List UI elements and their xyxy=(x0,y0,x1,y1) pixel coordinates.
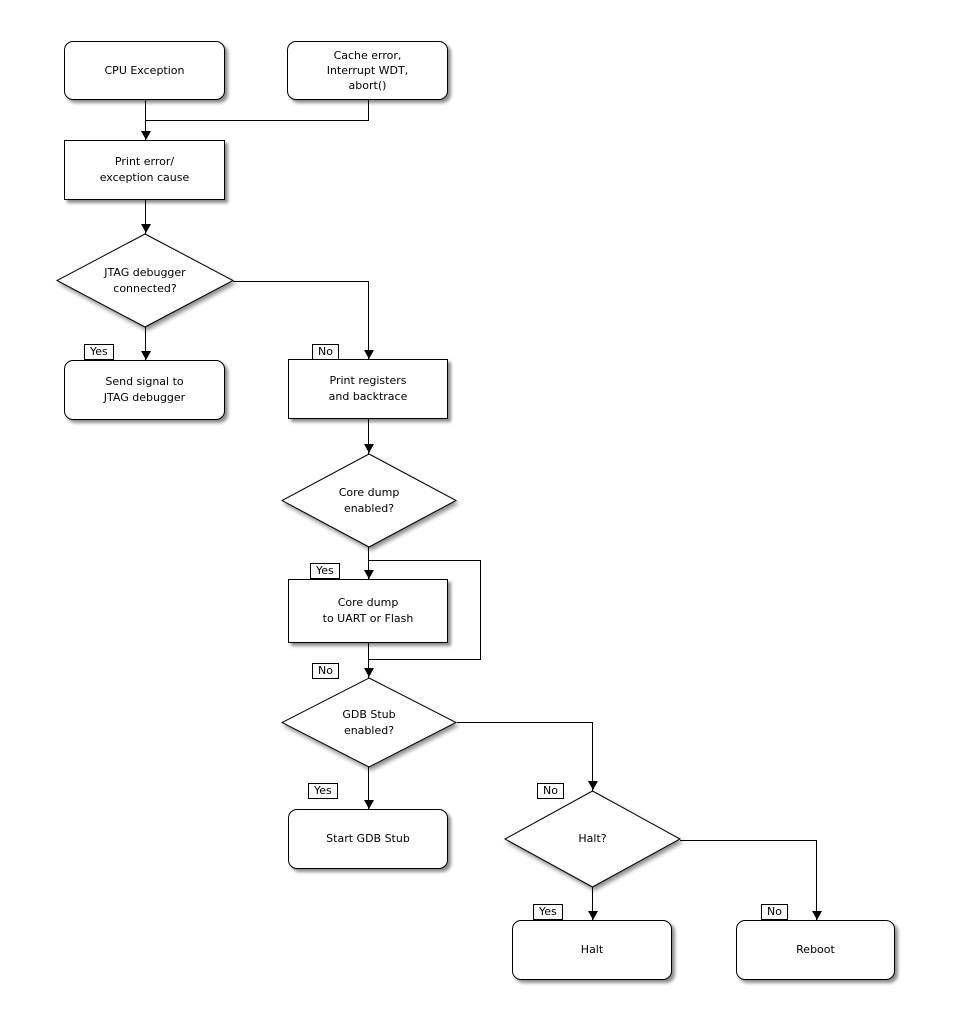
diamond-shape xyxy=(56,233,234,328)
connector-bypass-bottom xyxy=(368,659,481,660)
arrowhead-into-halt-diamond xyxy=(588,781,598,790)
connector-jtag-yes xyxy=(145,327,146,361)
arrowhead-into-halt-box xyxy=(588,911,598,920)
decision-core-dump-enabled-label: Core dump enabled? xyxy=(338,485,400,515)
edge-label-jtag-no: No xyxy=(312,344,339,360)
arrowhead-into-print-registers xyxy=(364,350,374,359)
connector-jtag-right xyxy=(233,281,369,282)
connector-coredumpbox-gdb xyxy=(368,643,369,678)
node-core-dump: Core dump to UART or Flash xyxy=(288,579,448,643)
node-halt-label: Halt xyxy=(580,943,604,956)
node-send-signal-label: Send signal to JTAG debugger xyxy=(103,375,186,404)
edge-label-gdb-yes: Yes xyxy=(308,783,338,799)
arrowhead-into-send-signal xyxy=(141,351,151,360)
node-cache-error: Cache error, Interrupt WDT, abort() xyxy=(287,41,448,100)
decision-core-dump-enabled: Core dump enabled? xyxy=(281,453,457,548)
arrowhead-into-coredump-box xyxy=(364,570,374,579)
node-cache-error-label: Cache error, Interrupt WDT, abort() xyxy=(326,49,409,92)
connector-gdb-yes xyxy=(368,767,369,810)
connector-printerror-jtag xyxy=(145,200,146,234)
node-reboot: Reboot xyxy=(736,920,895,980)
node-print-registers: Print registers and backtrace xyxy=(288,359,448,419)
edge-label-jtag-yes: Yes xyxy=(84,344,114,360)
node-start-gdb-stub-label: Start GDB Stub xyxy=(326,832,410,845)
connector-bypass-top xyxy=(368,560,481,561)
diamond-shape xyxy=(281,677,457,768)
arrowhead-into-jtag-diamond xyxy=(141,224,151,233)
arrowhead-into-gdb-diamond xyxy=(364,668,374,677)
edge-label-reboot-no: No xyxy=(761,904,788,920)
node-cpu-exception-label: CPU Exception xyxy=(104,63,185,77)
node-cpu-exception: CPU Exception xyxy=(64,41,225,100)
connector-halt-right xyxy=(680,840,817,841)
diamond-shape xyxy=(281,453,457,548)
node-start-gdb-stub: Start GDB Stub xyxy=(288,809,448,869)
arrowhead-into-reboot-box xyxy=(812,911,822,920)
diamond-shape xyxy=(504,790,681,888)
node-halt: Halt xyxy=(512,920,672,980)
node-print-error: Print error/ exception cause xyxy=(64,140,225,200)
connector-jtag-no-down xyxy=(368,281,369,360)
node-print-error-label: Print error/ exception cause xyxy=(99,155,190,184)
decision-jtag-connected: JTAG debugger connected? xyxy=(56,233,234,328)
connector-registers-coredump xyxy=(368,419,369,454)
decision-halt-label: Halt? xyxy=(578,832,607,845)
arrowhead-into-coredump-diamond xyxy=(364,444,374,453)
edge-label-coredump-no: No xyxy=(312,663,339,679)
connector-coredump-yes xyxy=(368,547,369,580)
edge-label-halt-yes: Yes xyxy=(533,904,563,920)
connector-bypass-right xyxy=(480,560,481,660)
decision-gdb-stub-enabled-label: GDB Stub enabled? xyxy=(342,707,396,737)
decision-jtag-connected-label: JTAG debugger connected? xyxy=(104,265,186,295)
connector-gdb-right xyxy=(457,722,593,723)
connector-cache-down xyxy=(368,100,369,121)
node-send-signal: Send signal to JTAG debugger xyxy=(64,360,225,420)
connector-halt-no-down xyxy=(816,840,817,921)
arrowhead-into-print-error xyxy=(141,131,151,140)
decision-halt: Halt? xyxy=(504,790,681,888)
decision-gdb-stub-enabled: GDB Stub enabled? xyxy=(281,677,457,768)
node-core-dump-label: Core dump to UART or Flash xyxy=(322,596,414,625)
connector-join-horizontal xyxy=(145,120,369,121)
edge-label-coredump-yes: Yes xyxy=(310,563,340,579)
node-reboot-label: Reboot xyxy=(796,943,835,956)
connector-gdb-no-down xyxy=(592,722,593,796)
connector-halt-yes xyxy=(592,887,593,921)
arrowhead-into-start-gdb xyxy=(364,800,374,809)
edge-label-halt-no: No xyxy=(537,783,564,799)
node-print-registers-label: Print registers and backtrace xyxy=(328,374,408,403)
